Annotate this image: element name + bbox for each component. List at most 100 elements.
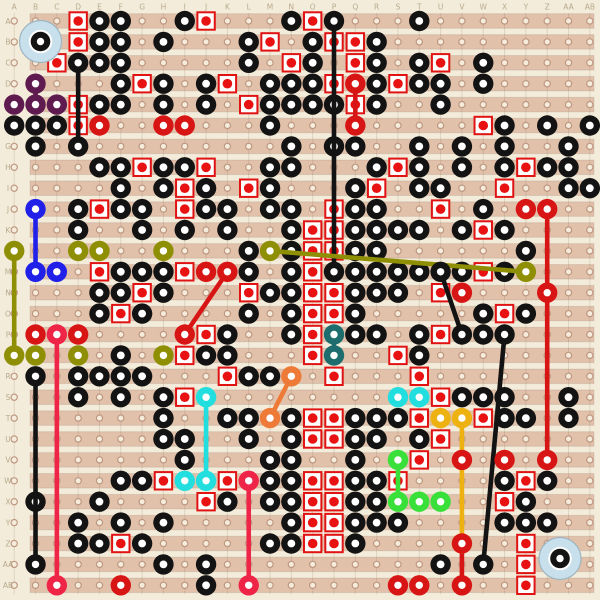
strip-hole[interactable] bbox=[10, 498, 18, 506]
strip-hole[interactable] bbox=[202, 518, 210, 527]
strip-hole[interactable] bbox=[138, 435, 146, 443]
strip-hole[interactable] bbox=[458, 100, 466, 109]
strip-hole[interactable] bbox=[564, 226, 573, 234]
strip-hole[interactable] bbox=[10, 163, 18, 171]
strip-hole[interactable] bbox=[586, 581, 594, 590]
strip-hole[interactable] bbox=[10, 518, 18, 527]
strip-hole[interactable] bbox=[415, 289, 423, 297]
strip-hole[interactable] bbox=[372, 393, 381, 401]
strip-hole[interactable] bbox=[436, 163, 445, 171]
strip-hole[interactable] bbox=[138, 17, 146, 25]
strip-hole[interactable] bbox=[10, 393, 18, 401]
strip-hole[interactable] bbox=[458, 79, 466, 88]
strip-hole[interactable] bbox=[95, 477, 104, 485]
strip-hole[interactable] bbox=[202, 289, 210, 297]
wire-olive[interactable] bbox=[267, 248, 529, 275]
strip-hole[interactable] bbox=[202, 59, 210, 67]
strip-hole[interactable] bbox=[181, 289, 189, 297]
strip-hole[interactable] bbox=[372, 560, 381, 569]
strip-hole[interactable] bbox=[31, 184, 40, 192]
strip-hole[interactable] bbox=[266, 435, 274, 443]
strip-hole[interactable] bbox=[138, 393, 146, 401]
strip-hole[interactable] bbox=[10, 59, 18, 67]
strip-hole[interactable] bbox=[458, 247, 466, 255]
strip-hole[interactable] bbox=[117, 498, 125, 506]
strip-hole[interactable] bbox=[394, 539, 402, 548]
strip-hole[interactable] bbox=[500, 205, 509, 213]
strip-hole[interactable] bbox=[372, 456, 381, 464]
strip-hole[interactable] bbox=[53, 17, 61, 25]
strip-hole[interactable] bbox=[223, 247, 232, 255]
strip-hole[interactable] bbox=[266, 268, 274, 276]
strip-hole[interactable] bbox=[415, 247, 423, 255]
strip-hole[interactable] bbox=[31, 163, 40, 171]
strip-hole[interactable] bbox=[586, 435, 594, 443]
strip-hole[interactable] bbox=[372, 309, 381, 318]
strip-hole[interactable] bbox=[223, 184, 232, 192]
strip-hole[interactable] bbox=[95, 184, 104, 192]
strip-hole[interactable] bbox=[308, 372, 317, 380]
strip-hole[interactable] bbox=[522, 121, 530, 130]
strip-hole[interactable] bbox=[181, 38, 189, 46]
strip-hole[interactable] bbox=[266, 560, 274, 569]
strip-hole[interactable] bbox=[564, 289, 573, 297]
strip-hole[interactable] bbox=[351, 393, 360, 401]
strip-hole[interactable] bbox=[159, 539, 168, 548]
strip-hole[interactable] bbox=[564, 268, 573, 276]
strip-hole[interactable] bbox=[223, 539, 232, 548]
strip-hole[interactable] bbox=[394, 330, 402, 339]
strip-hole[interactable] bbox=[564, 79, 573, 88]
strip-hole[interactable] bbox=[138, 247, 146, 255]
strip-hole[interactable] bbox=[287, 581, 296, 590]
strip-hole[interactable] bbox=[543, 581, 551, 590]
strip-hole[interactable] bbox=[95, 142, 104, 151]
strip-hole[interactable] bbox=[564, 17, 573, 25]
strip-hole[interactable] bbox=[266, 142, 274, 151]
strip-hole[interactable] bbox=[95, 330, 104, 339]
strip-hole[interactable] bbox=[308, 205, 317, 213]
strip-hole[interactable] bbox=[351, 560, 360, 569]
strip-hole[interactable] bbox=[202, 372, 210, 380]
strip-hole[interactable] bbox=[586, 59, 594, 67]
strip-hole[interactable] bbox=[10, 414, 18, 422]
strip-hole[interactable] bbox=[159, 59, 168, 67]
strip-hole[interactable] bbox=[394, 59, 402, 67]
strip-hole[interactable] bbox=[436, 539, 445, 548]
strip-hole[interactable] bbox=[564, 372, 573, 380]
strip-hole[interactable] bbox=[522, 435, 530, 443]
strip-hole[interactable] bbox=[287, 38, 296, 46]
strip-hole[interactable] bbox=[117, 247, 125, 255]
strip-hole[interactable] bbox=[117, 226, 125, 234]
strip-hole[interactable] bbox=[245, 163, 253, 171]
strip-hole[interactable] bbox=[351, 17, 360, 25]
strip-hole[interactable] bbox=[564, 351, 573, 360]
strip-hole[interactable] bbox=[181, 79, 189, 88]
strip-hole[interactable] bbox=[564, 59, 573, 67]
strip-hole[interactable] bbox=[394, 247, 402, 255]
strip-hole[interactable] bbox=[330, 456, 338, 464]
strip-hole[interactable] bbox=[223, 121, 232, 130]
strip-hole[interactable] bbox=[138, 560, 146, 569]
strip-hole[interactable] bbox=[458, 184, 466, 192]
strip-hole[interactable] bbox=[202, 142, 210, 151]
strip-hole[interactable] bbox=[479, 435, 487, 443]
strip-hole[interactable] bbox=[159, 226, 168, 234]
strip-hole[interactable] bbox=[394, 309, 402, 318]
strip-hole[interactable] bbox=[287, 393, 296, 401]
strip-hole[interactable] bbox=[266, 226, 274, 234]
strip-hole[interactable] bbox=[287, 184, 296, 192]
strip-hole[interactable] bbox=[308, 581, 317, 590]
strip-hole[interactable] bbox=[138, 414, 146, 422]
strip-hole[interactable] bbox=[564, 581, 573, 590]
strip-hole[interactable] bbox=[245, 121, 253, 130]
strip-hole[interactable] bbox=[564, 247, 573, 255]
strip-hole[interactable] bbox=[586, 79, 594, 88]
strip-hole[interactable] bbox=[415, 205, 423, 213]
strip-hole[interactable] bbox=[245, 226, 253, 234]
strip-hole[interactable] bbox=[74, 435, 82, 443]
strip-hole[interactable] bbox=[245, 351, 253, 360]
strip-hole[interactable] bbox=[436, 477, 445, 485]
strip-hole[interactable] bbox=[95, 518, 104, 527]
strip-hole[interactable] bbox=[372, 581, 381, 590]
strip-hole[interactable] bbox=[138, 38, 146, 46]
